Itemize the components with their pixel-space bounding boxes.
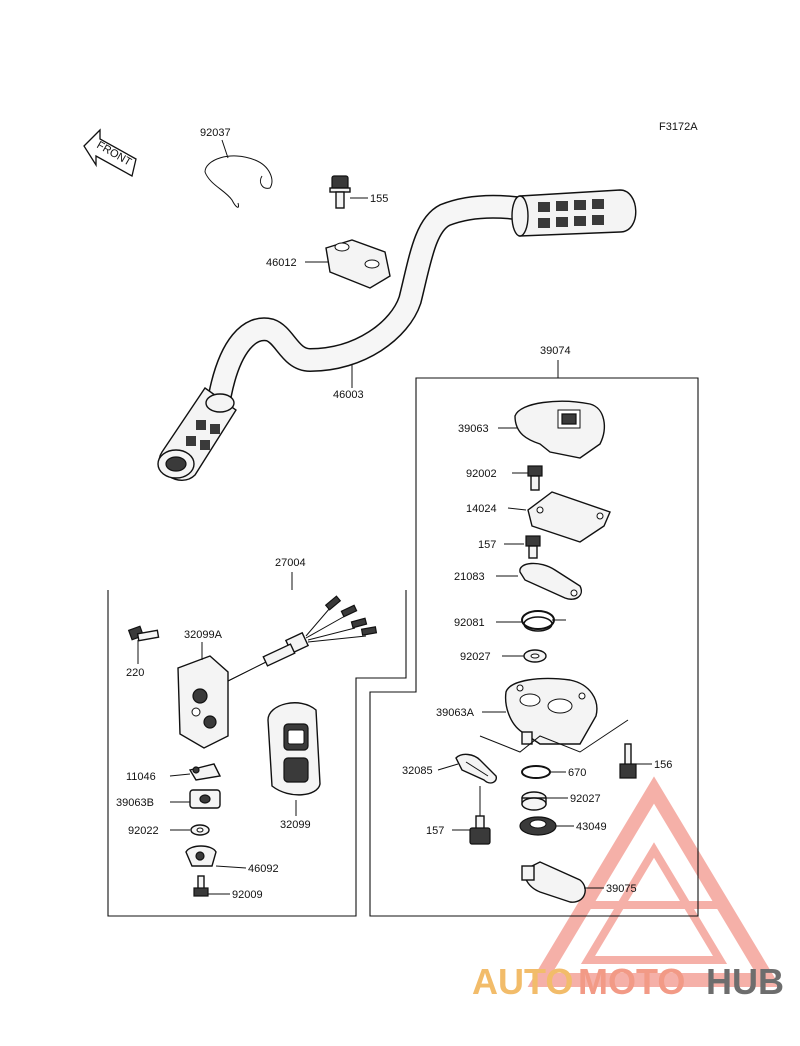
spring-92081-part [521, 610, 566, 632]
watermark-text: AUTO MOTO HUB [472, 961, 784, 1002]
screw-157-upper-part [525, 535, 541, 559]
left-grip-part [157, 387, 237, 481]
part-label-92022: 92022 [128, 825, 159, 837]
part-label-670: 670 [568, 767, 586, 779]
throttle-cover-part [514, 400, 606, 459]
part-label-92002: 92002 [466, 468, 497, 480]
watermark-triangle-icon [527, 776, 781, 987]
wiring-harness-part [221, 595, 378, 685]
diagram-code: F3172A [659, 121, 698, 133]
bracket-11046-part [188, 763, 222, 781]
cover-39063B-part [189, 789, 221, 809]
part-label-11046: 11046 [126, 771, 156, 783]
part-label-46003: 46003 [333, 389, 364, 401]
part-label-156: 156 [654, 759, 672, 771]
part-label-39063A: 39063A [436, 707, 475, 719]
bolt-157-lower-part [469, 815, 491, 845]
switch-housing-upper-part [177, 655, 229, 749]
watermark-hub: HUB [706, 961, 784, 1002]
part-label-39074: 39074 [540, 345, 571, 357]
plate-21083-part [519, 562, 582, 600]
bolt-155-part [329, 175, 351, 209]
washer-92027-upper-part [523, 649, 547, 663]
watermark-moto: MOTO [578, 961, 685, 1002]
part-label-27004: 27004 [275, 557, 306, 569]
wire-clip-part [204, 155, 273, 208]
front-direction-arrow: FRONT [83, 128, 137, 177]
part-label-14024: 14024 [466, 503, 497, 515]
bolt-220-part [127, 625, 160, 642]
part-label-155: 155 [370, 193, 388, 205]
part-label-92027-upper: 92027 [460, 651, 491, 663]
screw-92009-part [193, 875, 209, 897]
part-label-43049: 43049 [576, 821, 607, 833]
bolt-156-part [619, 743, 637, 779]
part-label-39063: 39063 [458, 423, 489, 435]
part-label-92081: 92081 [454, 617, 485, 629]
washer-92027-lower-part [521, 791, 547, 811]
handlebar-part [208, 194, 542, 407]
switch-assembly-box [107, 590, 407, 917]
o-ring-670-part [521, 765, 551, 779]
part-label-21083: 21083 [454, 571, 485, 583]
throttle-assembly-box [369, 377, 699, 917]
throttle-lever-part [521, 861, 586, 903]
lever-32085-part [455, 753, 497, 784]
part-label-92009: 92009 [232, 889, 263, 901]
part-label-39075: 39075 [606, 883, 637, 895]
part-label-32085: 32085 [402, 765, 433, 777]
handlebar-holder-part [325, 239, 391, 289]
part-label-39063B: 39063B [116, 797, 154, 809]
watermark-auto: AUTO [472, 961, 573, 1002]
lever-46092-part [185, 845, 217, 867]
right-grip-part [511, 189, 637, 237]
gasket-part [527, 491, 611, 543]
throttle-housing-part [504, 677, 598, 745]
washer-92022-part [190, 824, 210, 836]
part-label-32099A: 32099A [184, 629, 223, 641]
part-label-46012: 46012 [266, 257, 297, 269]
part-label-92027-lower: 92027 [570, 793, 601, 805]
part-label-220: 220 [126, 667, 144, 679]
seal-43049-part [519, 816, 557, 836]
part-label-157-upper: 157 [478, 539, 496, 551]
switch-housing-lower-part [267, 702, 321, 796]
part-label-92037: 92037 [200, 127, 231, 139]
screw-92002-part [527, 465, 543, 491]
part-label-46092: 46092 [248, 863, 279, 875]
part-label-157-lower: 157 [426, 825, 444, 837]
part-label-32099: 32099 [280, 819, 311, 831]
